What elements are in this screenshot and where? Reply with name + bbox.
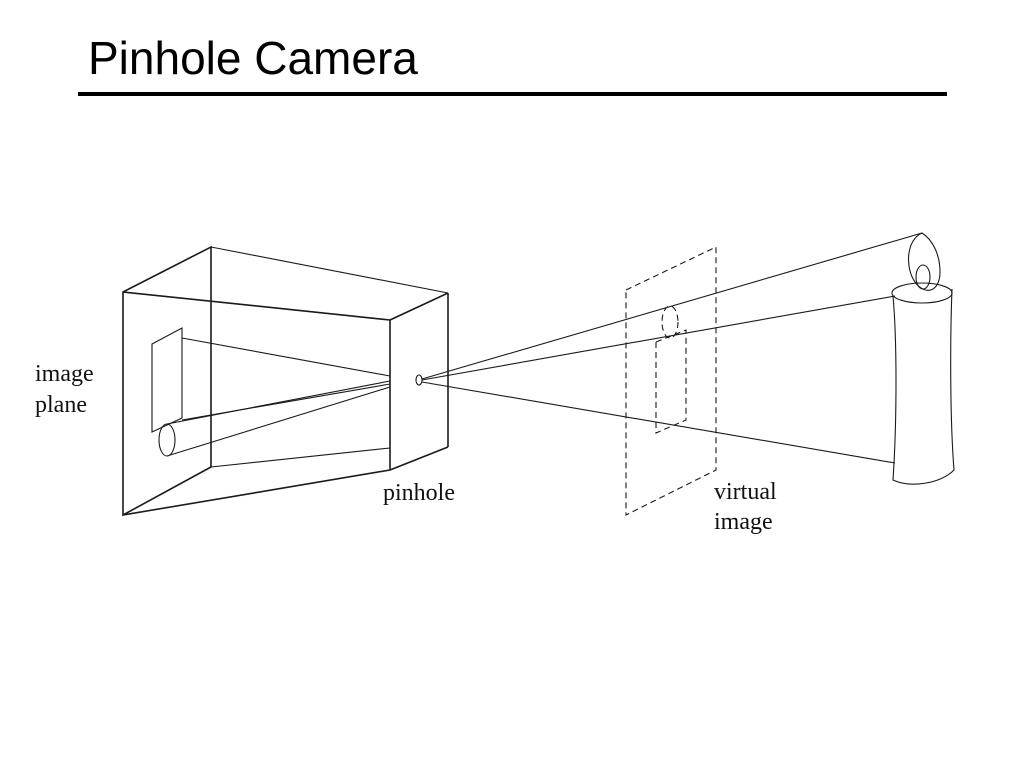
- inverted-image: [151, 327, 391, 457]
- ray-top-inside: [181, 337, 391, 377]
- inverted-flame: [158, 423, 176, 457]
- virtual-candle-outline: [655, 329, 687, 434]
- camera-box: [122, 245, 449, 517]
- label-pinhole: pinhole: [383, 480, 455, 506]
- ray-to-candle-bottom: [421, 381, 896, 464]
- camera-top-right-edge: [389, 292, 449, 321]
- camera-bottom-back-edge: [210, 447, 391, 468]
- virtual-plane-outline: [625, 246, 717, 516]
- inverted-candle-outline: [151, 327, 183, 433]
- label-image-plane-line2: plane: [35, 392, 87, 418]
- ray-bottom-inside: [181, 383, 391, 421]
- camera-front-bottom-edge: [389, 446, 449, 471]
- candle-top: [891, 282, 953, 304]
- flame-outer: [908, 232, 941, 291]
- virtual-image-plane: [625, 246, 717, 516]
- candle: [891, 232, 955, 485]
- label-virtual-image-line2: image: [714, 509, 773, 535]
- camera-back-face: [122, 245, 212, 517]
- inverted-flame-top-ray: [166, 380, 391, 425]
- internal-rays: [181, 337, 391, 421]
- ray-to-candle-top: [421, 295, 896, 381]
- label-image-plane-line1: image: [35, 361, 94, 387]
- label-virtual-image-line1: virtual: [714, 479, 777, 505]
- camera-top-back-edge: [210, 246, 449, 294]
- title-underline: [78, 92, 947, 96]
- diagram-labels: image plane pinhole virtual image: [35, 361, 777, 535]
- camera-top-front-edge: [122, 291, 391, 321]
- inverted-flame-bottom-ray: [166, 386, 391, 457]
- camera-bottom-front-edge: [122, 469, 391, 516]
- slide-title: Pinhole Camera: [88, 32, 418, 84]
- pinhole-aperture: [415, 374, 423, 386]
- external-rays: [421, 232, 923, 464]
- flame-inner: [915, 264, 931, 290]
- ray-to-flame-top: [421, 232, 923, 380]
- virtual-flame: [661, 305, 679, 339]
- candle-body: [892, 288, 955, 485]
